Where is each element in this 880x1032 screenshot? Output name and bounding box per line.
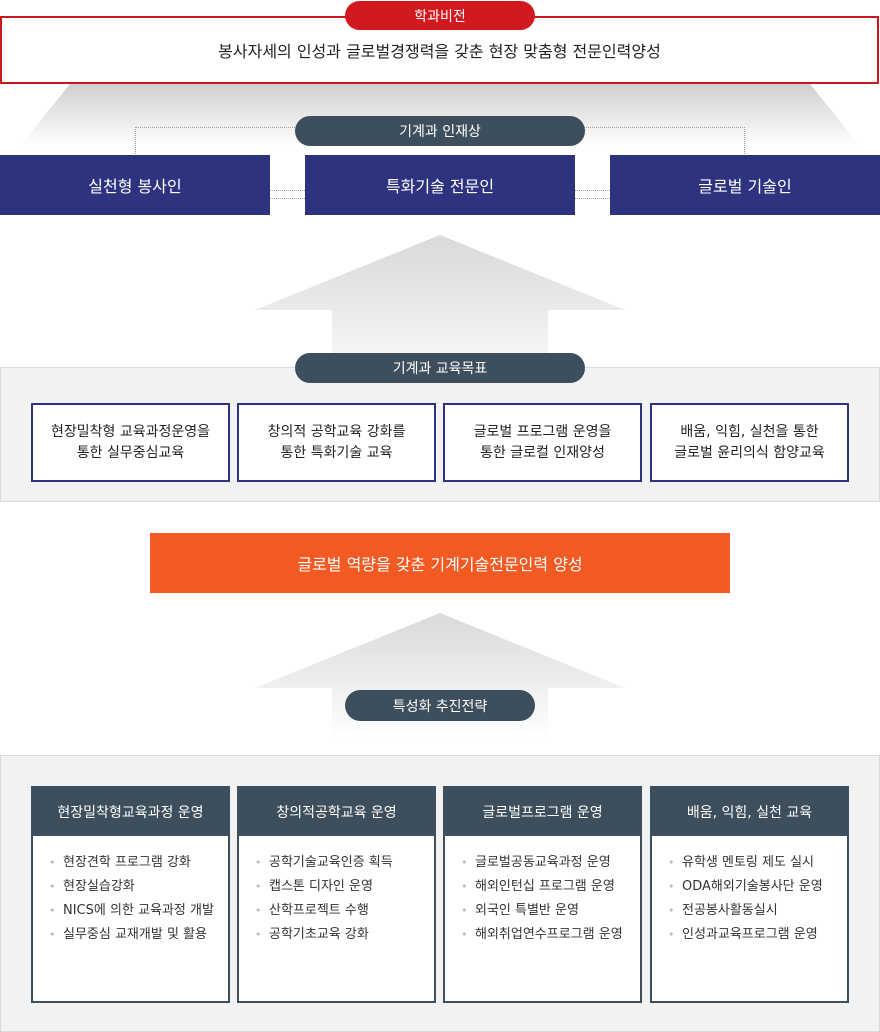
goals-title: 기계과 교육목표 bbox=[295, 353, 585, 383]
talent-connector-right bbox=[575, 190, 610, 199]
list-item: 해외인턴십 프로그램 운영 bbox=[461, 879, 632, 895]
strategy-heading: 창의적공학교육 운영 bbox=[239, 788, 434, 836]
strategy-title: 특성화 추진전략 bbox=[345, 690, 535, 721]
strategy-column: 글로벌프로그램 운영 글로벌공동교육과정 운영 해외인턴십 프로그램 운영 외국… bbox=[443, 786, 642, 1003]
list-item: 공학기술교육인증 획득 bbox=[255, 855, 426, 871]
strategy-list: 공학기술교육인증 획득 캡스톤 디자인 운영 산학프로젝트 수행 공학기초교육 … bbox=[239, 836, 434, 943]
talent-connector-left bbox=[270, 190, 305, 199]
list-item: 현장견학 프로그램 강화 bbox=[49, 855, 220, 871]
list-item: 유학생 멘토링 제도 실시 bbox=[668, 855, 839, 871]
talent-global-technician: 글로벌 기술인 bbox=[610, 155, 880, 215]
strategy-list: 글로벌공동교육과정 운영 해외인턴십 프로그램 운영 외국인 특별반 운영 해외… bbox=[445, 836, 640, 943]
list-item: 산학프로젝트 수행 bbox=[255, 903, 426, 919]
strategy-column: 배움, 익힘, 실천 교육 유학생 멘토링 제도 실시 ODA해외기술봉사단 운… bbox=[650, 786, 849, 1003]
goal-statement-bar: 글로벌 역량을 갖춘 기계기술전문인력 양성 bbox=[150, 533, 730, 593]
talent-practical-volunteer: 실천형 봉사인 bbox=[0, 155, 270, 215]
vision-spotlight bbox=[20, 84, 860, 146]
list-item: NICS에 의한 교육과정 개발 bbox=[49, 903, 220, 919]
list-item: 해외취업연수프로그램 운영 bbox=[461, 927, 632, 943]
up-arrow-icon bbox=[255, 235, 625, 360]
strategy-list: 현장견학 프로그램 강화 현장실습강화 NICS에 의한 교육과정 개발 실무중… bbox=[33, 836, 228, 943]
vision-badge: 학과비전 bbox=[345, 1, 535, 30]
talent-specialized-expert: 특화기술 전문인 bbox=[305, 155, 575, 215]
list-item: ODA해외기술봉사단 운영 bbox=[668, 879, 839, 895]
strategy-heading: 현장밀착형교육과정 운영 bbox=[33, 788, 228, 836]
list-item: 글로벌공동교육과정 운영 bbox=[461, 855, 632, 871]
strategy-column: 창의적공학교육 운영 공학기술교육인증 획득 캡스톤 디자인 운영 산학프로젝트… bbox=[237, 786, 436, 1003]
talent-title: 기계과 인재상 bbox=[295, 116, 585, 146]
strategy-list: 유학생 멘토링 제도 실시 ODA해외기술봉사단 운영 전공봉사활동실시 인성과… bbox=[652, 836, 847, 943]
strategy-heading: 배움, 익힘, 실천 교육 bbox=[652, 788, 847, 836]
list-item: 외국인 특별반 운영 bbox=[461, 903, 632, 919]
list-item: 캡스톤 디자인 운영 bbox=[255, 879, 426, 895]
strategy-heading: 글로벌프로그램 운영 bbox=[445, 788, 640, 836]
list-item: 실무중심 교재개발 및 활용 bbox=[49, 927, 220, 943]
list-item: 인성과교육프로그램 운영 bbox=[668, 927, 839, 943]
strategy-column: 현장밀착형교육과정 운영 현장견학 프로그램 강화 현장실습강화 NICS에 의… bbox=[31, 786, 230, 1003]
list-item: 공학기초교육 강화 bbox=[255, 927, 426, 943]
goal-field-practice: 현장밀착형 교육과정운영을 통한 실무중심교육 bbox=[31, 403, 230, 482]
list-item: 현장실습강화 bbox=[49, 879, 220, 895]
goal-global-program: 글로벌 프로그램 운영을 통한 글로컬 인재양성 bbox=[443, 403, 642, 482]
list-item: 전공봉사활동실시 bbox=[668, 903, 839, 919]
vision-statement: 봉사자세의 인성과 글로벌경쟁력을 갖춘 현장 맞춤형 전문인력양성 bbox=[218, 42, 661, 61]
goal-creative-engineering: 창의적 공학교육 강화를 통한 특화기술 교육 bbox=[237, 403, 436, 482]
goal-ethics-education: 배움, 익힘, 실천을 통한 글로벌 윤리의식 함양교육 bbox=[650, 403, 849, 482]
